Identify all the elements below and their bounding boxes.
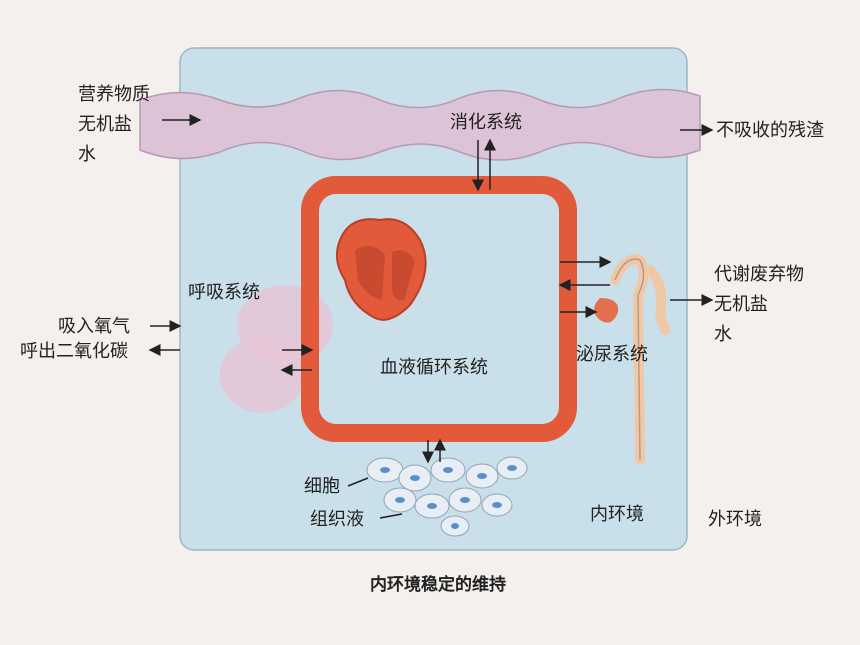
exchange-arrows bbox=[148, 114, 714, 519]
inhale-oxygen-label: 吸入氧气 bbox=[58, 316, 130, 337]
digestive-system-label: 消化系统 bbox=[450, 112, 522, 133]
urinary-system-label: 泌尿系统 bbox=[576, 344, 648, 365]
heart bbox=[335, 218, 427, 321]
respiratory-system-label: 呼吸系统 bbox=[188, 282, 260, 303]
cells-label: 细胞 bbox=[304, 476, 340, 497]
intestine bbox=[139, 88, 701, 161]
tissue-cells bbox=[366, 456, 528, 537]
tissue-fluid-label: 组织液 bbox=[310, 509, 364, 530]
waste-label-2: 无机盐 bbox=[714, 294, 768, 315]
intake-label-1: 营养物质 bbox=[78, 84, 150, 105]
diagram-caption: 内环境稳定的维持 bbox=[370, 574, 506, 595]
circulatory-system-label: 血液循环系统 bbox=[380, 357, 488, 378]
internal-environment-label: 内环境 bbox=[590, 504, 644, 525]
intake-label-3: 水 bbox=[78, 144, 96, 165]
waste-label-3: 水 bbox=[714, 324, 732, 345]
external-environment-label: 外环境 bbox=[708, 509, 762, 530]
waste-label-1: 代谢废弃物 bbox=[714, 264, 804, 285]
intake-label-2: 无机盐 bbox=[78, 114, 132, 135]
exhale-co2-label: 呼出二氧化碳 bbox=[20, 341, 128, 362]
residue-label: 不吸收的残渣 bbox=[716, 120, 824, 141]
kidney-nephron bbox=[594, 254, 670, 465]
blood-vessel-loop bbox=[301, 176, 577, 442]
